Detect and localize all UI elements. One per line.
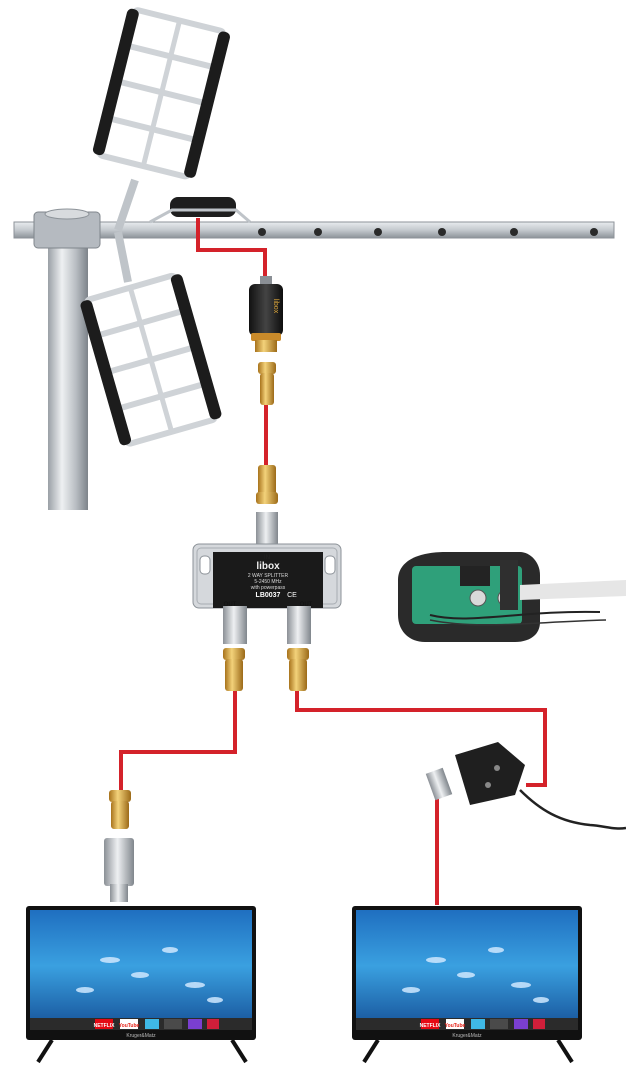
dipole-box-closeup xyxy=(398,552,626,642)
masthead-amplifier: libox xyxy=(249,276,283,352)
tv-right: NETFLIX YouTube Kruger&Matz xyxy=(352,906,582,1064)
splitter-out-left-label: OUT xyxy=(224,602,237,608)
f-connector xyxy=(223,648,245,691)
splitter-marks-label: CE xyxy=(287,592,297,599)
f-connector xyxy=(287,648,309,691)
amplifier-brand-label: libox xyxy=(272,299,279,314)
antenna-mast xyxy=(48,215,88,510)
tv-right-brand-label: Kruger&Matz xyxy=(452,1033,482,1039)
tv-right-app-youtube: YouTube xyxy=(445,1023,466,1029)
splitter-line2-label: 5-2450 MHz xyxy=(254,579,282,585)
splitter-line3-label: with powerpass xyxy=(251,585,286,591)
splitter-in-label: IN xyxy=(264,555,270,561)
splitter-brand-label: libox xyxy=(256,561,280,572)
f-connector xyxy=(109,790,131,829)
director-elements xyxy=(258,228,598,236)
tv-right-app-netflix: NETFLIX xyxy=(420,1023,441,1029)
tv-left-app-youtube: YouTube xyxy=(119,1023,140,1029)
antenna-boom xyxy=(13,221,615,239)
f-connector xyxy=(256,465,278,504)
cable-paths xyxy=(119,218,547,905)
two-way-splitter: IN libox 2 WAY SPLITTER 5-2450 MHz with … xyxy=(192,512,342,644)
f-to-iec-adapter xyxy=(104,838,134,902)
dipole-box xyxy=(170,197,236,217)
splitter-line1-label: 2 WAY SPLITTER xyxy=(248,573,289,579)
angled-iec-plug xyxy=(425,742,626,830)
splitter-model-label: LB0037 xyxy=(256,592,281,599)
f-connector xyxy=(258,362,276,405)
cable-splitter-to-tv-left xyxy=(119,690,237,790)
antenna xyxy=(13,7,615,447)
lower-reflector xyxy=(80,272,222,447)
cable-splitter-to-tv-right xyxy=(295,690,547,787)
upper-reflector xyxy=(92,7,230,180)
tv-left-brand-label: Kruger&Matz xyxy=(126,1033,156,1039)
tv-left: NETFLIX YouTube Kruger&Matz xyxy=(26,906,256,1064)
cable-dipole-to-amplifier xyxy=(196,218,267,282)
tv-left-app-netflix: NETFLIX xyxy=(94,1023,115,1029)
splitter-out-right-label: OUT xyxy=(300,602,313,608)
